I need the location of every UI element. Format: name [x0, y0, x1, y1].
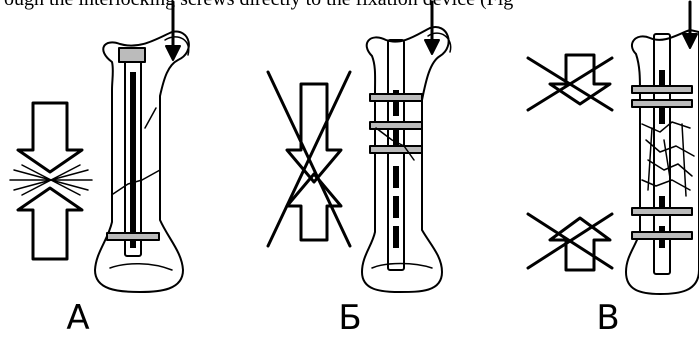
locking-screw-c: [632, 100, 692, 107]
locking-screw-b: [370, 94, 422, 101]
locking-screw-c: [632, 208, 692, 215]
panel-b: [268, 2, 451, 292]
panel-label-c: В: [578, 301, 638, 335]
panel-label-a: A: [48, 301, 108, 335]
locking-screw-c: [632, 232, 692, 239]
panel-c: [528, 2, 699, 294]
fracture-lines-c: [642, 122, 694, 196]
femur-bone-c: [626, 30, 699, 294]
locking-screw-b: [370, 122, 422, 129]
load-arrow-icon-c: [683, 34, 697, 48]
load-arrow-icon-b: [425, 40, 439, 54]
load-arrow-icon-a: [166, 46, 180, 60]
arrow-up-icon: [18, 188, 82, 259]
panel-a: [10, 2, 189, 292]
fracture-line-a: [113, 170, 160, 194]
femur-bone-b: [362, 27, 449, 292]
screw-head-a: [119, 48, 145, 62]
locking-screw-a: [107, 233, 159, 240]
panel-label-b: Б: [320, 301, 380, 335]
locking-screw-b: [370, 146, 422, 153]
locking-screw-c: [632, 86, 692, 93]
arrow-down-icon: [18, 103, 82, 172]
